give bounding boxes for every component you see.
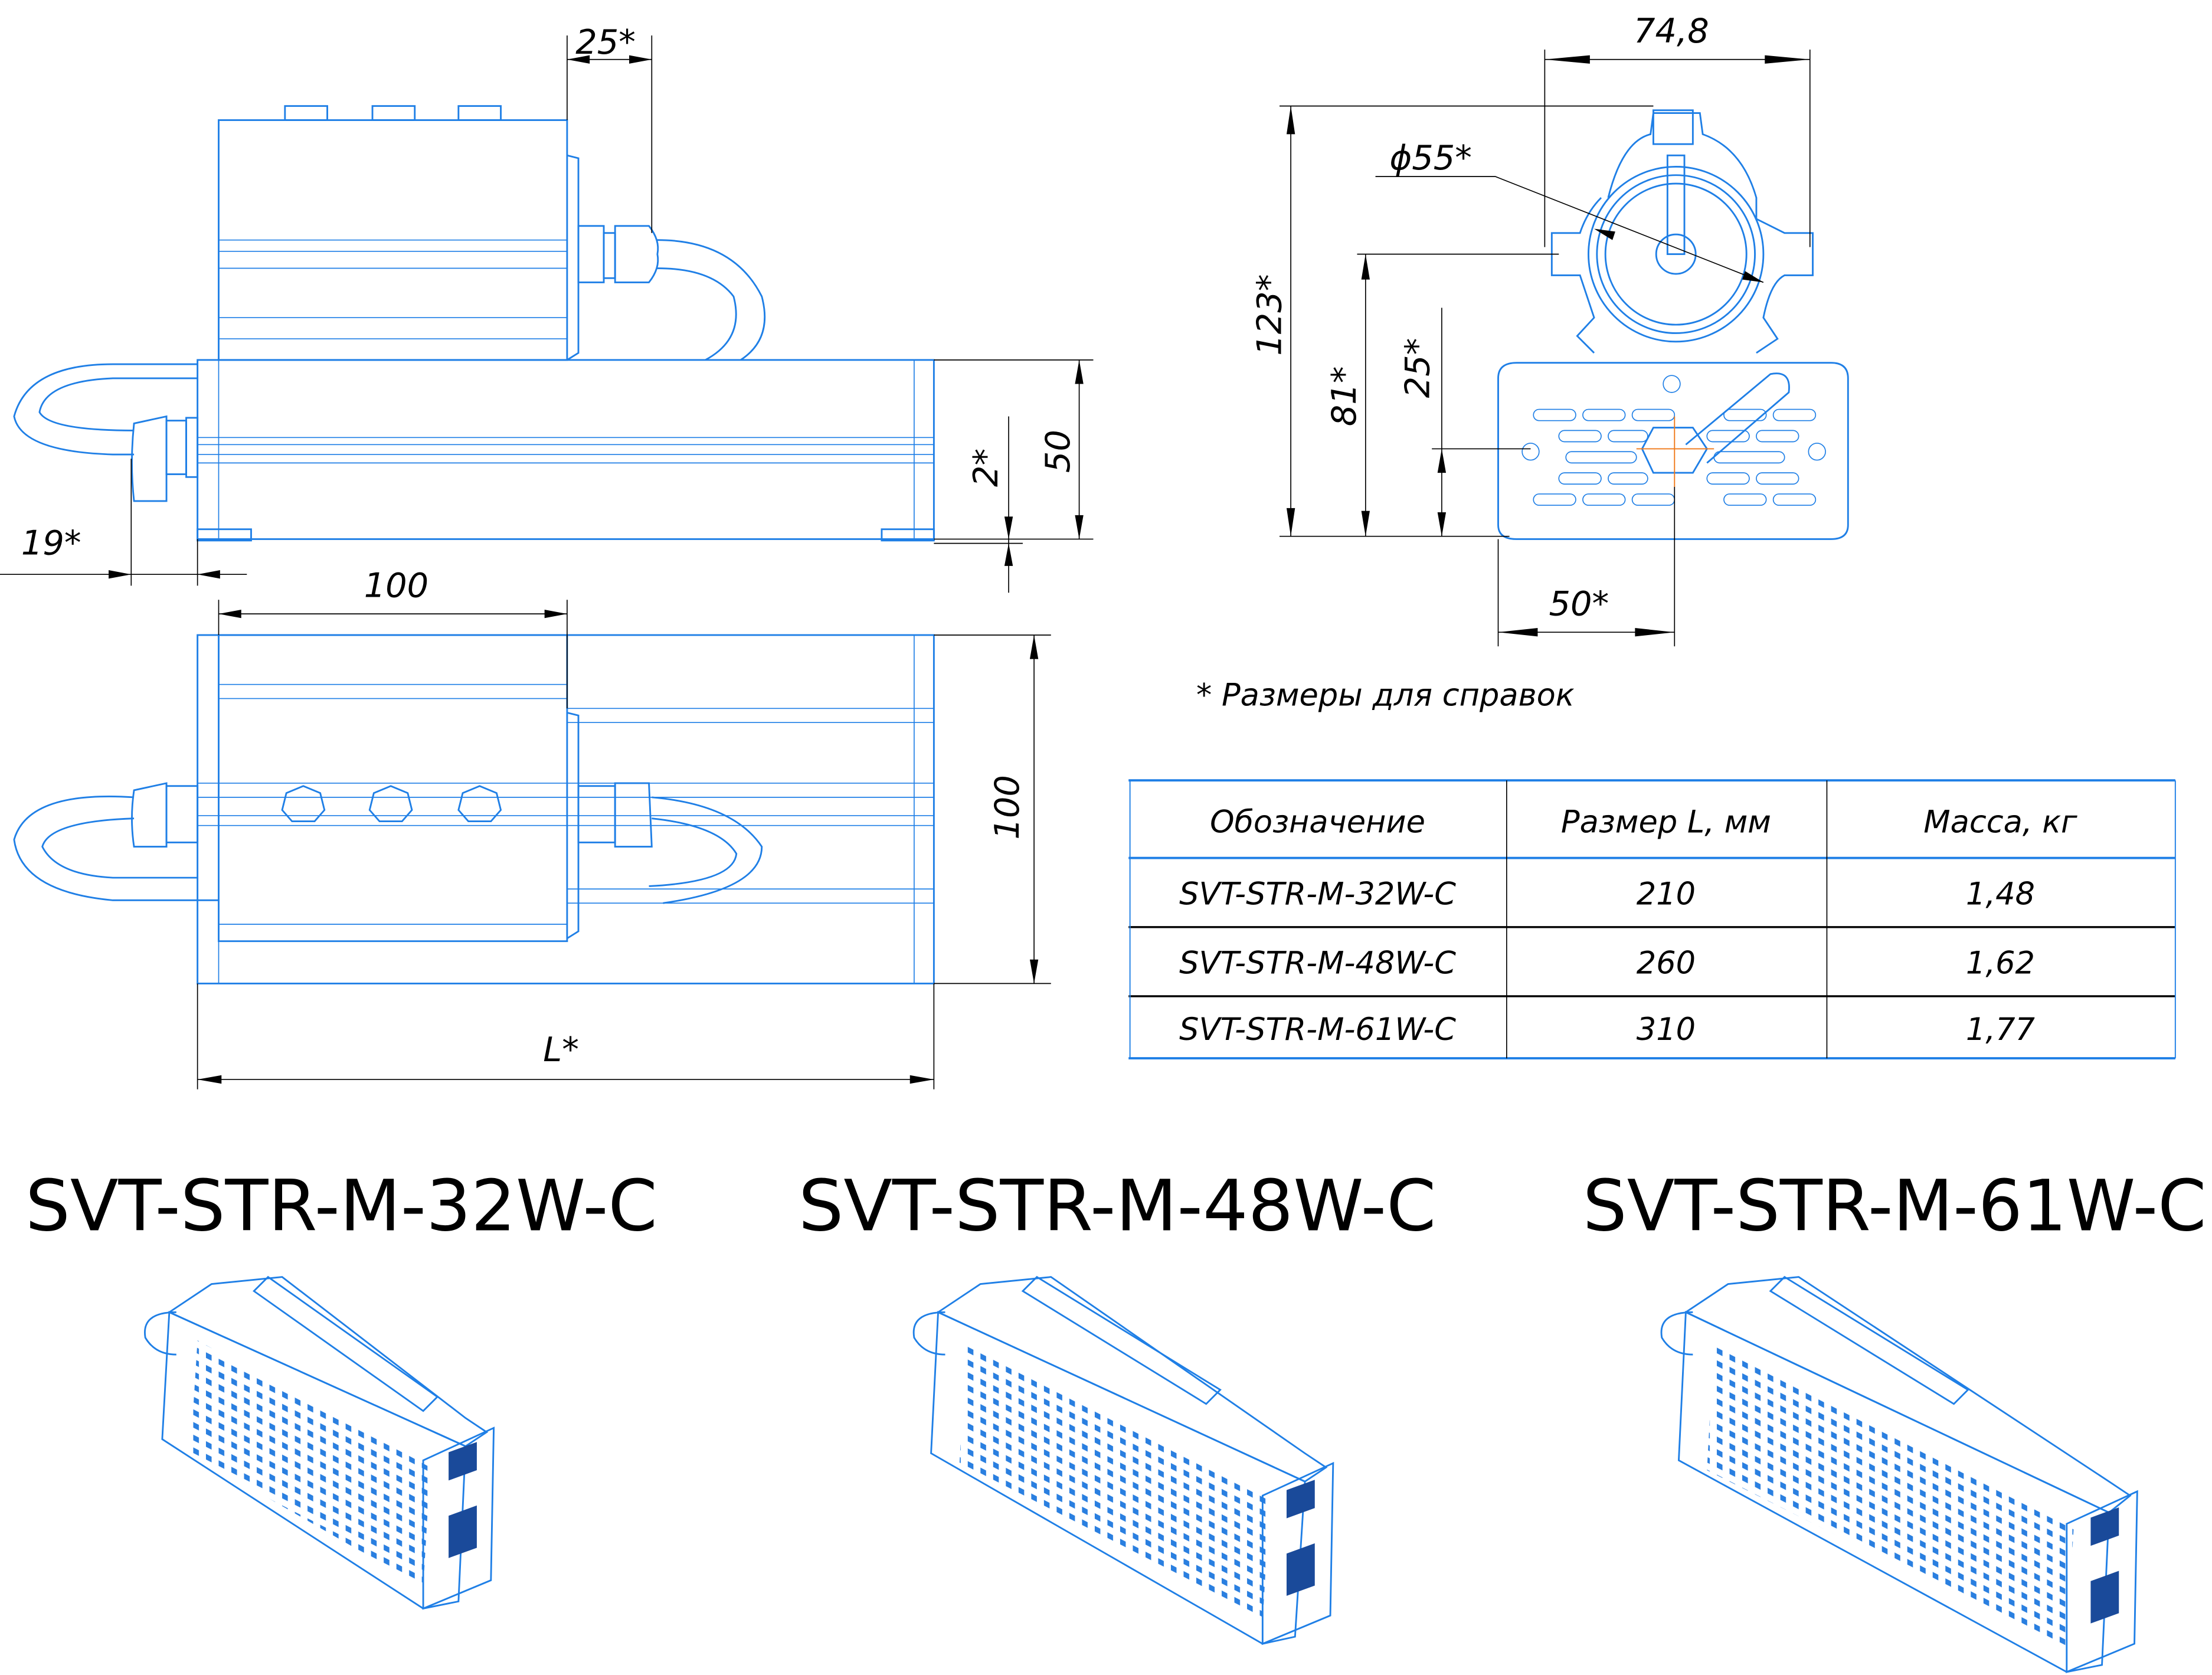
dim-axis-height: 81* xyxy=(1324,367,1364,427)
table-cell: 1,77 xyxy=(1966,1012,2035,1048)
dim-length: L* xyxy=(543,1030,579,1069)
dim-total-height: 123* xyxy=(1249,274,1289,356)
table-cell: 210 xyxy=(1637,876,1696,912)
table-cell: 260 xyxy=(1637,946,1696,982)
dim-cable-offset: 25* xyxy=(575,22,636,62)
table-cell: 310 xyxy=(1637,1012,1696,1048)
table-header-mass: Масса, кг xyxy=(1923,804,2077,840)
dim-gland-offset: 19* xyxy=(21,524,81,563)
dim-end-width: 74,8 xyxy=(1634,11,1709,51)
dim-housing-length: 100 xyxy=(364,565,428,605)
product-image-61w xyxy=(1660,1275,2138,1674)
spec-table: Обозначение Размер L, мм Масса, кг SVT-S… xyxy=(1128,779,2176,1059)
table-cell: SVT-STR-M-61W-C xyxy=(1179,1012,1456,1048)
dim-diameter: ϕ55* xyxy=(1389,138,1472,178)
product-image-48w xyxy=(912,1275,1334,1645)
table-cell: SVT-STR-M-32W-C xyxy=(1179,876,1456,912)
table-cell: 1,62 xyxy=(1966,946,2035,982)
product-title-61w: SVT-STR-M-61W-C xyxy=(1583,1166,2207,1248)
dim-half-width: 50* xyxy=(1549,584,1609,624)
bolt-heads xyxy=(284,105,502,121)
table-header-designation: Обозначение xyxy=(1210,804,1425,840)
dim-width: 100 xyxy=(987,775,1027,839)
side-view xyxy=(13,105,935,542)
reference-note: * Размеры для справок xyxy=(1196,678,1575,714)
table-header-length: Размер L, мм xyxy=(1561,804,1771,840)
bolt-heads-top xyxy=(281,785,502,822)
table-cell: SVT-STR-M-48W-C xyxy=(1179,946,1456,982)
dim-mount-height: 25* xyxy=(1398,338,1437,398)
top-view-dimensions: 100 100 L* xyxy=(197,565,1051,1090)
side-view-dimensions: 25* 50 2* 19* xyxy=(0,22,1094,593)
top-view xyxy=(13,634,935,984)
dim-offset-small: 2* xyxy=(966,449,1006,487)
dim-height: 50 xyxy=(1038,430,1078,473)
end-view xyxy=(1497,109,1849,540)
product-title-32w: SVT-STR-M-32W-C xyxy=(25,1166,657,1248)
table-cell: 1,48 xyxy=(1966,876,2035,912)
product-title-48w: SVT-STR-M-48W-C xyxy=(799,1166,1436,1248)
product-image-32w xyxy=(144,1275,495,1610)
end-view-dimensions: 74,8 ϕ55* 123* 81* 25* 50* xyxy=(1249,11,1811,647)
vent-slots xyxy=(1533,408,1817,506)
